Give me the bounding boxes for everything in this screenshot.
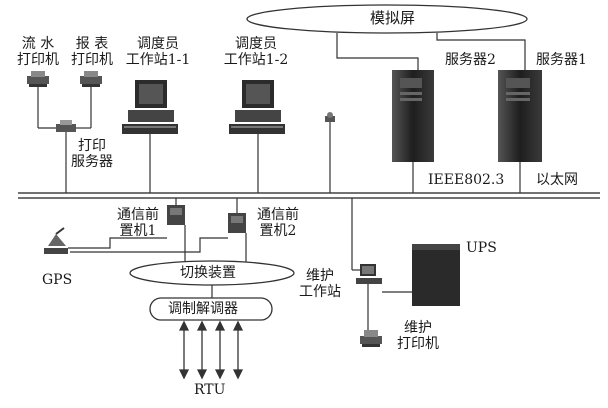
ws1-label-line2: 工作站1-1 xyxy=(122,52,194,68)
mimic-to-server2-line xyxy=(337,33,418,70)
modem-label: 调制解调器 xyxy=(168,301,238,317)
comm-frontend-1-label: 通信前 置机1 xyxy=(110,207,166,239)
flow-printer-icon xyxy=(27,71,49,87)
rtu-label: RTU xyxy=(194,382,225,398)
report-printer-label-line2: 打印机 xyxy=(67,52,117,68)
report-printer-label-line1: 报 表 xyxy=(67,36,117,52)
print-server-label: 打印 服务器 xyxy=(62,138,122,170)
maintenance-printer-label: 维护 打印机 xyxy=(388,320,448,352)
gps-to-comm1-line xyxy=(68,238,167,248)
server-1-label: 服务器1 xyxy=(536,52,587,68)
comm1-label-line2: 置机1 xyxy=(110,223,166,239)
comm1-label-line1: 通信前 xyxy=(110,207,166,223)
comm2-label-line1: 通信前 xyxy=(250,207,306,223)
server-1-icon xyxy=(498,70,542,162)
flow-printer-label-line2: 打印机 xyxy=(13,52,63,68)
comm-frontend-2-label: 通信前 置机2 xyxy=(250,207,306,239)
comm-frontend-1-icon xyxy=(167,205,185,225)
gps-icon xyxy=(44,228,68,254)
print-server-label-line2: 服务器 xyxy=(62,154,122,170)
rtu-arrows xyxy=(180,322,242,378)
maint-printer-label-line1: 维护 xyxy=(388,320,448,336)
network-device-icon xyxy=(325,112,335,122)
maintenance-workstation-icon xyxy=(356,264,382,284)
flow-printer-label-line1: 流 水 xyxy=(13,36,63,52)
server-2-icon xyxy=(392,70,434,162)
ieee-label: IEEE802.3 xyxy=(428,172,504,188)
report-printer-icon xyxy=(80,71,102,87)
gps-to-comm2-line xyxy=(70,238,228,252)
maint-printer-label-line2: 打印机 xyxy=(388,336,448,352)
ws2-label-line2: 工作站1-2 xyxy=(220,52,292,68)
ups-icon xyxy=(412,244,460,306)
switch-label: 切换装置 xyxy=(180,265,236,281)
gps-label: GPS xyxy=(42,272,72,288)
maint-ws-label-line2: 工作站 xyxy=(290,284,350,300)
server-2-label: 服务器2 xyxy=(445,52,496,68)
workstation-1-1-label: 调度员 工作站1-1 xyxy=(122,36,194,68)
comm2-label-line2: 置机2 xyxy=(250,223,306,239)
ethernet-label: 以太网 xyxy=(536,172,578,188)
comm-frontend-2-icon xyxy=(228,213,246,233)
maint-ws-label-line1: 维护 xyxy=(290,268,350,284)
ws2-label-line1: 调度员 xyxy=(220,36,292,52)
ws1-label-line1: 调度员 xyxy=(122,36,194,52)
ups-label: UPS xyxy=(466,240,497,256)
maintenance-printer-icon xyxy=(360,330,382,347)
print-server-icon xyxy=(56,120,76,132)
mimic-screen-label: 模拟屏 xyxy=(370,10,415,26)
workstation-1-2-label: 调度员 工作站1-2 xyxy=(220,36,292,68)
workstation-1-2-icon xyxy=(229,80,285,134)
maintenance-workstation-label: 维护 工作站 xyxy=(290,268,350,300)
workstation-1-1-icon xyxy=(122,80,178,134)
report-printer-label: 报 表 打印机 xyxy=(67,36,117,68)
flow-printer-label: 流 水 打印机 xyxy=(13,36,63,68)
print-server-label-line1: 打印 xyxy=(62,138,122,154)
